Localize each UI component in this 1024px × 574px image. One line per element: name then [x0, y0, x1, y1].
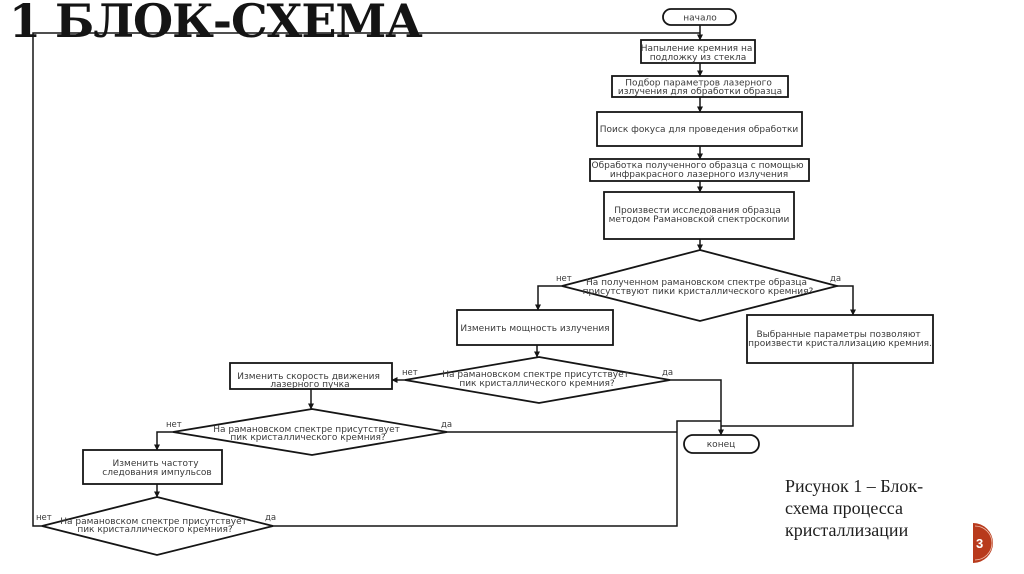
process-box-text: Выбранные параметры позволяют произвести… — [748, 330, 932, 349]
end-terminal-label: конец — [707, 440, 736, 450]
decision-yes-label: да — [662, 368, 673, 378]
process-box-shape — [603, 191, 795, 240]
connector-decision2-yes — [670, 379, 724, 436]
process-box-text: Изменить скорость движения лазерного пуч… — [237, 372, 383, 390]
slide-number: 3 — [976, 536, 983, 551]
process-box-text: Поиск фокуса для проведения обработки — [600, 125, 799, 135]
process-box-shape — [640, 39, 756, 64]
process-box-parameter-selection: Подбор параметров лазерного излучения дл… — [611, 75, 789, 98]
end-terminal-shape — [683, 434, 760, 454]
process-box-result: Выбранные параметры позволяют произвести… — [746, 314, 934, 364]
decision-diamond-shape — [172, 408, 448, 456]
process-box-change-power: Изменить мощность излучения — [456, 309, 614, 346]
connector-decision3-no — [154, 431, 173, 451]
decision-yes-label: да — [830, 274, 841, 284]
decision-no-label: нет — [166, 420, 182, 430]
process-box-deposition: Напыление кремния на подложку из стекла — [640, 39, 756, 64]
loop-back-connector — [32, 32, 700, 527]
decision-diamond-shape — [561, 249, 841, 322]
process-box-text: Изменить мощность излучения — [460, 324, 609, 334]
process-box-shape — [596, 111, 803, 147]
decision-diamond-3: На рамановском спектре присутствует пик … — [166, 408, 452, 456]
connector-decision4-yes — [273, 420, 721, 527]
decision-text: На полученном рамановском спектре образц… — [583, 278, 814, 297]
decision-diamond-2: На рамановском спектре присутствует пик … — [402, 356, 673, 404]
process-box-shape — [611, 75, 789, 98]
process-box-text: Изменить частоту следования импульсов — [102, 459, 211, 478]
process-box-text: Произвести исследования образца методом … — [609, 206, 790, 225]
process-box-raman-study: Произвести исследования образца методом … — [603, 191, 795, 240]
connector-decision1-no — [535, 285, 562, 311]
process-box-text: Обработка полученного образца с помощью … — [592, 161, 807, 180]
decision-diamond-shape — [41, 496, 274, 556]
process-box-change-frequency: Изменить частоту следования импульсов — [82, 449, 223, 485]
decision-no-label: нет — [556, 274, 572, 284]
start-terminal: начало — [662, 8, 737, 26]
slide-number-badge: 3 — [973, 523, 993, 563]
process-box-shape — [82, 449, 223, 485]
decision-text: На рамановском спектре присутствует пик … — [442, 370, 632, 389]
decision-diamond-1: На полученном рамановском спектре образц… — [556, 249, 841, 322]
decision-text: На рамановском спектре присутствует пик … — [60, 517, 250, 535]
figure-caption: Рисунок 1 – Блок- схема процесса кристал… — [785, 476, 928, 540]
decision-no-label: нет — [36, 513, 52, 523]
start-terminal-label: начало — [683, 14, 717, 24]
process-box-focus-search: Поиск фокуса для проведения обработки — [596, 111, 803, 147]
slide-title: 1 БЛОК-СХЕМА — [9, 0, 423, 48]
decision-yes-label: да — [265, 513, 276, 523]
decision-yes-label: да — [441, 420, 452, 430]
decision-text: На рамановском спектре присутствует пик … — [213, 425, 403, 443]
process-box-shape — [229, 362, 393, 390]
connector-decision1-yes — [837, 285, 856, 316]
decision-no-label: нет — [402, 368, 418, 378]
process-box-text: Напыление кремния на подложку из стекла — [641, 44, 755, 63]
start-terminal-shape — [662, 8, 737, 26]
process-box-text: Подбор параметров лазерного излучения дл… — [618, 79, 782, 98]
process-box-ir-processing: Обработка полученного образца с помощью … — [589, 158, 810, 182]
process-box-shape — [589, 158, 810, 182]
process-box-shape — [746, 314, 934, 364]
connector-result-to-end — [721, 363, 854, 427]
process-box-change-speed: Изменить скорость движения лазерного пуч… — [229, 362, 393, 390]
slide-number-badge-ring — [974, 525, 993, 561]
decision-diamond-4: На рамановском спектре присутствует пик … — [36, 496, 276, 556]
decision-diamond-shape — [404, 356, 671, 404]
process-box-shape — [456, 309, 614, 346]
end-terminal: конец — [683, 434, 760, 454]
slide-number-badge-shape — [973, 523, 993, 563]
